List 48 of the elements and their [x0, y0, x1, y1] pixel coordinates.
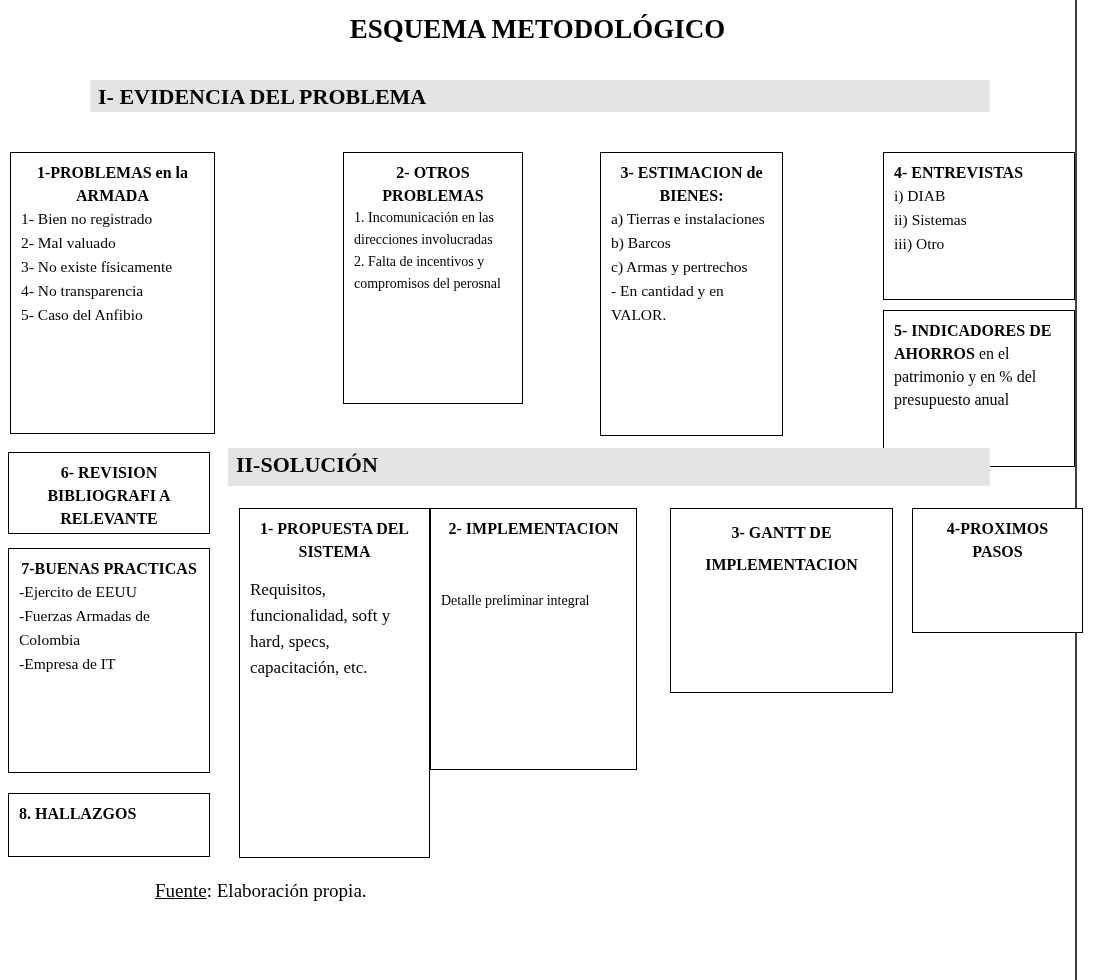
list-item: b) Barcos [611, 233, 672, 253]
box-heading: 3- ESTIMACION de BIENES: [619, 163, 764, 206]
box-heading: 7-BUENAS PRACTICAS [20, 559, 198, 579]
list-item: 5- Caso del Anfibio [21, 305, 144, 325]
step-box [912, 508, 1083, 633]
box-heading: 2- OTROS PROBLEMAS [381, 163, 485, 206]
box-heading: 6- REVISION BIBLIOGRAFI A RELEVANTE [46, 463, 172, 529]
box-heading: 2- IMPLEMENTACION [447, 519, 620, 539]
list-item: Requisitos, funcionalidad, soft y hard, specs, capacitación, etc. [250, 579, 392, 679]
list-item: -Ejercito de EEUU [19, 582, 138, 602]
list-item: 2- Mal valuado [21, 233, 117, 253]
practices-box [8, 548, 210, 773]
step-box [670, 508, 893, 693]
list-item: Detalle preliminar integral [441, 592, 591, 610]
list-item: a) Tierras e instalaciones [611, 209, 766, 229]
caption-text: : Elaboración propia. [206, 880, 367, 901]
box-heading: 4-PROXIMOS PASOS [945, 519, 1050, 562]
estimate-box [600, 152, 783, 436]
section-band: I- EVIDENCIA DEL PROBLEMA [90, 80, 990, 112]
list-item: -Fuerzas Armadas de Colombia [19, 606, 151, 650]
list-item: 1. Incomunicación en las direcciones involucradas [354, 209, 495, 249]
list-item: 1- Bien no registrado [21, 209, 154, 229]
list-item: 3- No existe físicamente [21, 257, 174, 277]
interview-box [883, 152, 1075, 300]
step-box [430, 508, 637, 770]
review-box [8, 452, 210, 534]
box-heading: 3- GANTT DE IMPLEMENTACION [704, 523, 859, 575]
list-item: 2. Falta de incentivos y compromisos del perosnal [354, 253, 502, 293]
indicator-box [883, 310, 1075, 467]
list-item: - En cantidad y en VALOR. [611, 281, 725, 325]
title: ESQUEMA METODOLÓGICO [348, 14, 727, 45]
list-item: ii) Sistemas [894, 210, 968, 230]
box-heading: 1-PROBLEMAS en la ARMADA [35, 163, 190, 206]
box-heading: 4- ENTREVISTAS [894, 163, 1025, 183]
problem-box [343, 152, 523, 404]
list-item: 4- No transparencia [21, 281, 145, 301]
list-item: -Empresa de IT [19, 654, 117, 674]
section-band: II-SOLUCIÓN [228, 448, 990, 486]
list-item: iii) Otro [894, 234, 946, 254]
box-heading: 1- PROPUESTA DEL SISTEMA [258, 519, 411, 562]
box-text: 5- INDICADORES DE AHORROS en el patrimonio y en % del presupuesto anual [894, 321, 1053, 411]
list-item: i) DIAB [894, 186, 947, 206]
list-item: c) Armas y pertrechos [611, 257, 749, 277]
problem-box [10, 152, 215, 434]
caption-source: Fuente [155, 880, 207, 901]
step-box [239, 508, 430, 858]
box-heading: 8. HALLAZGOS [19, 804, 138, 824]
findings-box [8, 793, 210, 857]
